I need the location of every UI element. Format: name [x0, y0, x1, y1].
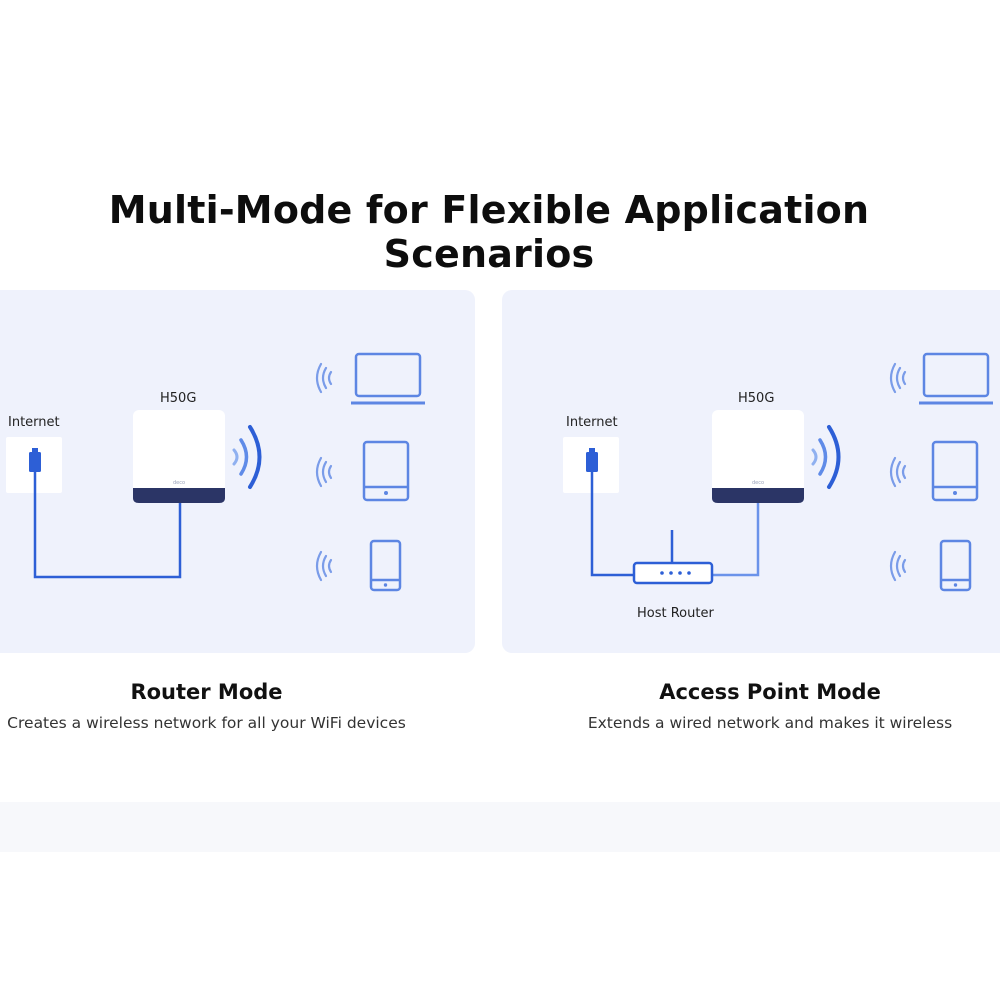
- mesh-router-icon: deco: [133, 410, 225, 503]
- router-mode-diagram: Internet H50G deco: [0, 290, 475, 653]
- laptop-icon: [351, 352, 425, 405]
- page-title: Multi-Mode for Flexible Application Scen…: [108, 188, 870, 276]
- footer-band: [0, 802, 1000, 852]
- device-label: H50G: [738, 391, 774, 406]
- wall-jack-icon: [6, 437, 62, 493]
- laptop-icon: [919, 352, 993, 405]
- internet-label: Internet: [566, 415, 618, 430]
- phone-icon: [939, 539, 972, 592]
- svg-text:deco: deco: [752, 480, 764, 486]
- phone-icon: [369, 539, 402, 592]
- tablet-icon: [931, 440, 979, 502]
- router-mode-title: Router Mode: [130, 680, 283, 704]
- tablet-icon: [362, 440, 410, 502]
- ethernet-cable-lan: [712, 503, 760, 577]
- wifi-signal-icon: [811, 425, 841, 489]
- svg-text:deco: deco: [173, 480, 185, 486]
- wifi-signal-icon: [232, 425, 262, 489]
- client-wifi-icon: [889, 362, 907, 582]
- client-wifi-icon: [315, 362, 333, 582]
- host-router-icon: [632, 530, 714, 585]
- host-router-label: Host Router: [637, 606, 714, 621]
- access-point-mode-title: Access Point Mode: [659, 680, 881, 704]
- ethernet-cable-wan: [590, 472, 633, 577]
- internet-label: Internet: [8, 415, 60, 430]
- router-mode-description: Creates a wireless network for all your …: [7, 714, 406, 732]
- mesh-router-icon: deco: [712, 410, 804, 503]
- access-point-mode-description: Extends a wired network and makes it wir…: [587, 714, 953, 732]
- device-label: H50G: [160, 391, 196, 406]
- wall-jack-icon: [563, 437, 619, 493]
- access-point-mode-diagram: Internet Host Router H50G deco: [502, 290, 1000, 653]
- ethernet-cable: [33, 472, 182, 579]
